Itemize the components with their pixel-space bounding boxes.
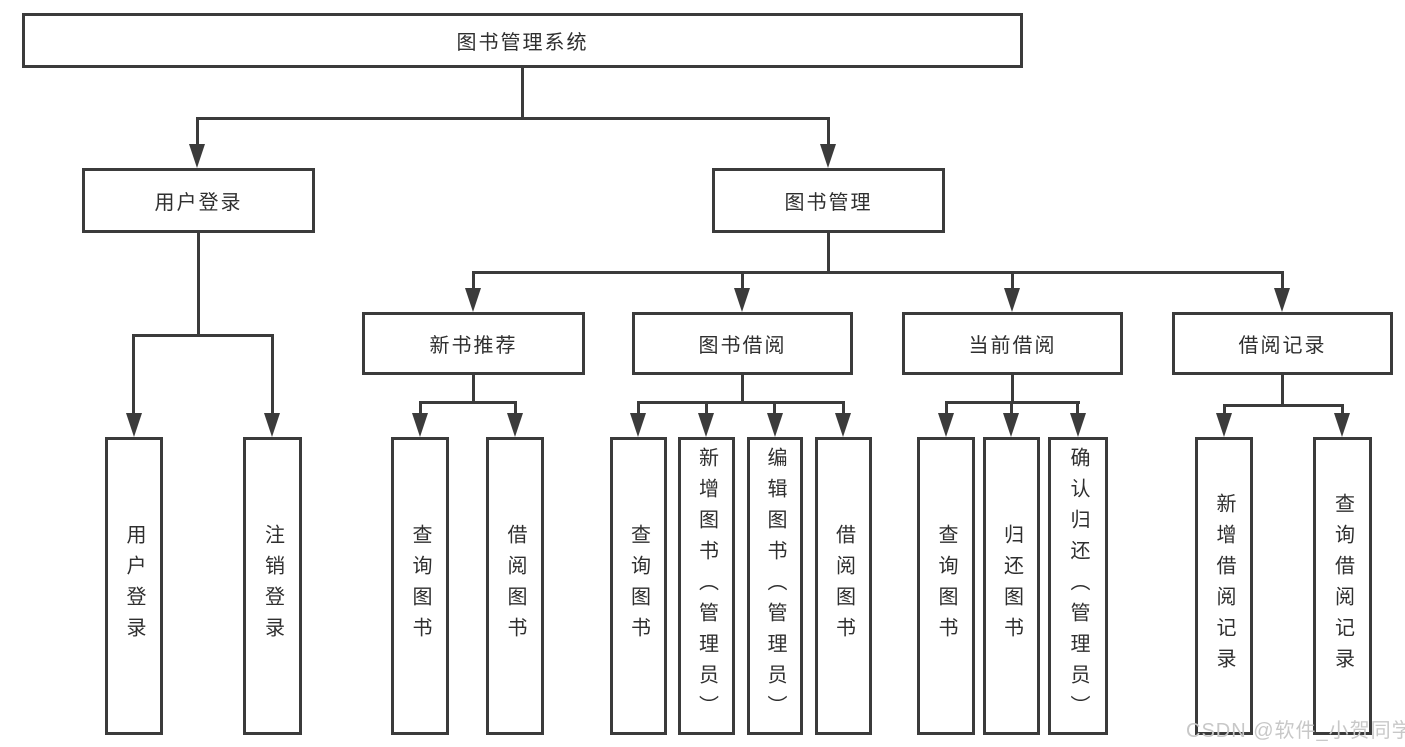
- arrow-down-icon: [1004, 288, 1020, 312]
- connector-line: [1281, 375, 1284, 406]
- connector-line: [827, 233, 830, 272]
- node-label: 借阅图书: [832, 524, 855, 648]
- connector-line: [741, 271, 744, 290]
- leaf-add-borrow-record: 新增借阅记录: [1195, 437, 1253, 735]
- leaf-user-login: 用户登录: [105, 437, 163, 735]
- node-label: 新增图书（管理员）: [695, 446, 718, 726]
- connector-line: [472, 271, 1284, 274]
- arrow-down-icon: [126, 413, 142, 437]
- arrow-down-icon: [1003, 413, 1019, 437]
- node-label: 查询图书: [935, 524, 957, 648]
- node-borrowing-records: 借阅记录: [1172, 312, 1393, 375]
- arrow-down-icon: [938, 413, 954, 437]
- node-label: 新增借阅记录: [1213, 493, 1235, 679]
- node-label: 新书推荐: [429, 335, 518, 357]
- leaf-query-books-borrowing: 查询图书: [610, 437, 667, 735]
- arrow-down-icon: [507, 413, 523, 437]
- leaf-return-books: 归还图书: [983, 437, 1040, 735]
- leaf-borrow-books-borrowing: 借阅图书: [815, 437, 872, 735]
- connector-line: [1341, 404, 1344, 415]
- leaf-query-books-recommend: 查询图书: [391, 437, 449, 735]
- arrow-down-icon: [767, 413, 783, 437]
- arrow-down-icon: [1216, 413, 1232, 437]
- connector-line: [197, 233, 200, 336]
- connector-line: [637, 401, 845, 404]
- leaf-query-borrow-record: 查询借阅记录: [1313, 437, 1372, 735]
- node-label: 图书管理: [784, 192, 873, 214]
- connector-line: [196, 117, 830, 120]
- connector-line: [419, 401, 517, 404]
- connector-line: [132, 334, 273, 337]
- connector-line: [1011, 375, 1014, 403]
- connector-line: [419, 401, 422, 415]
- arrow-down-icon: [1070, 413, 1086, 437]
- leaf-logout: 注销登录: [243, 437, 302, 735]
- arrow-down-icon: [698, 413, 714, 437]
- node-label: 借阅记录: [1238, 335, 1327, 357]
- node-label: 用户登录: [154, 192, 243, 214]
- node-book-borrowing: 图书借阅: [632, 312, 853, 375]
- node-new-book-recommendation: 新书推荐: [362, 312, 585, 375]
- connector-line: [1223, 404, 1344, 407]
- connector-line: [1010, 401, 1013, 415]
- connector-line: [271, 334, 274, 414]
- leaf-confirm-return-admin: 确认归还（管理员）: [1048, 437, 1108, 735]
- node-label: 归还图书: [1000, 524, 1023, 648]
- connector-line: [132, 334, 135, 414]
- node-user-login-group: 用户登录: [82, 168, 315, 233]
- node-label: 查询借阅记录: [1331, 493, 1354, 679]
- arrow-down-icon: [734, 288, 750, 312]
- connector-line: [637, 401, 640, 415]
- connector-line: [705, 401, 708, 415]
- connector-line: [1011, 271, 1014, 290]
- arrow-down-icon: [1334, 413, 1350, 437]
- arrow-down-icon: [1274, 288, 1290, 312]
- connector-line: [1076, 401, 1079, 415]
- connector-line: [514, 401, 517, 415]
- arrow-down-icon: [412, 413, 428, 437]
- arrow-down-icon: [189, 144, 205, 168]
- arrow-down-icon: [465, 288, 481, 312]
- arrow-down-icon: [264, 413, 280, 437]
- connector-line: [1281, 271, 1284, 290]
- connector-line: [1223, 404, 1226, 415]
- node-label: 确认归还（管理员）: [1067, 446, 1089, 726]
- node-label: 编辑图书（管理员）: [764, 446, 786, 726]
- node-label: 查询图书: [409, 524, 431, 648]
- connector-line: [472, 375, 475, 403]
- node-label: 图书借阅: [698, 335, 787, 357]
- node-label: 当前借阅: [968, 335, 1057, 357]
- arrow-down-icon: [835, 413, 851, 437]
- node-label: 注销登录: [261, 524, 284, 648]
- node-current-borrowing: 当前借阅: [902, 312, 1123, 375]
- connector-line: [196, 117, 199, 147]
- arrow-down-icon: [630, 413, 646, 437]
- connector-line: [945, 401, 948, 415]
- csdn-watermark: CSDN @软件_小贺同学: [1186, 720, 1405, 742]
- arrow-down-icon: [820, 144, 836, 168]
- connector-line: [827, 117, 830, 147]
- leaf-borrow-books-recommend: 借阅图书: [486, 437, 544, 735]
- node-library-management-system: 图书管理系统: [22, 13, 1023, 68]
- node-label: 图书管理系统: [456, 32, 589, 54]
- connector-line: [842, 401, 845, 415]
- node-book-management: 图书管理: [712, 168, 945, 233]
- leaf-query-books-current: 查询图书: [917, 437, 975, 735]
- node-label: 查询图书: [627, 524, 650, 648]
- connector-line: [521, 68, 524, 118]
- leaf-edit-books-admin: 编辑图书（管理员）: [747, 437, 803, 735]
- connector-line: [773, 401, 776, 415]
- node-label: 借阅图书: [504, 524, 526, 648]
- connector-line: [472, 271, 475, 290]
- leaf-add-books-admin: 新增图书（管理员）: [678, 437, 735, 735]
- connector-line: [741, 375, 744, 403]
- node-label: 用户登录: [123, 524, 145, 648]
